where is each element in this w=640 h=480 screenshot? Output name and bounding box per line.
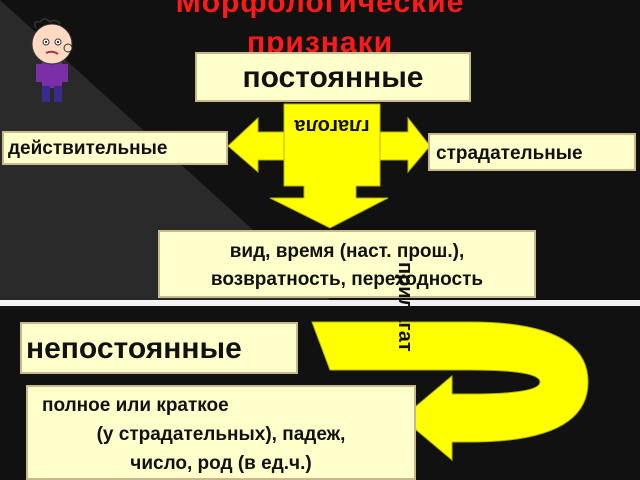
vid-line2: возвратность, переходность	[210, 269, 484, 290]
thinking-boy-icon	[31, 18, 73, 102]
section-divider	[0, 300, 640, 306]
polnoe-line1: полное или краткое	[42, 395, 229, 416]
u-turn-arrow	[311, 321, 589, 462]
arrow-label-prilag: прилагат	[394, 262, 416, 352]
box-postoyannye: постоянные	[195, 52, 471, 102]
box-vid: вид, время (наст. прош.), возвратность, …	[158, 230, 536, 298]
vid-line1: вид, время (наст. прош.),	[229, 241, 465, 262]
box-stradatelnye: страдательные	[428, 133, 636, 171]
polnoe-line2: (у страдательных), падеж,	[96, 424, 346, 445]
box-polnoe: полное или краткое (у страдательных), па…	[26, 385, 416, 480]
down-arrow	[269, 103, 389, 229]
box-deystvitelnye: действительные	[2, 131, 228, 165]
polnoe-line3: число, род (в ед.ч.)	[130, 453, 312, 474]
arrow-label-glagola: глагола	[294, 115, 370, 137]
page-title-line1: Морфологические	[175, 0, 465, 19]
box-nepostoyannye: непостоянные	[20, 322, 298, 374]
